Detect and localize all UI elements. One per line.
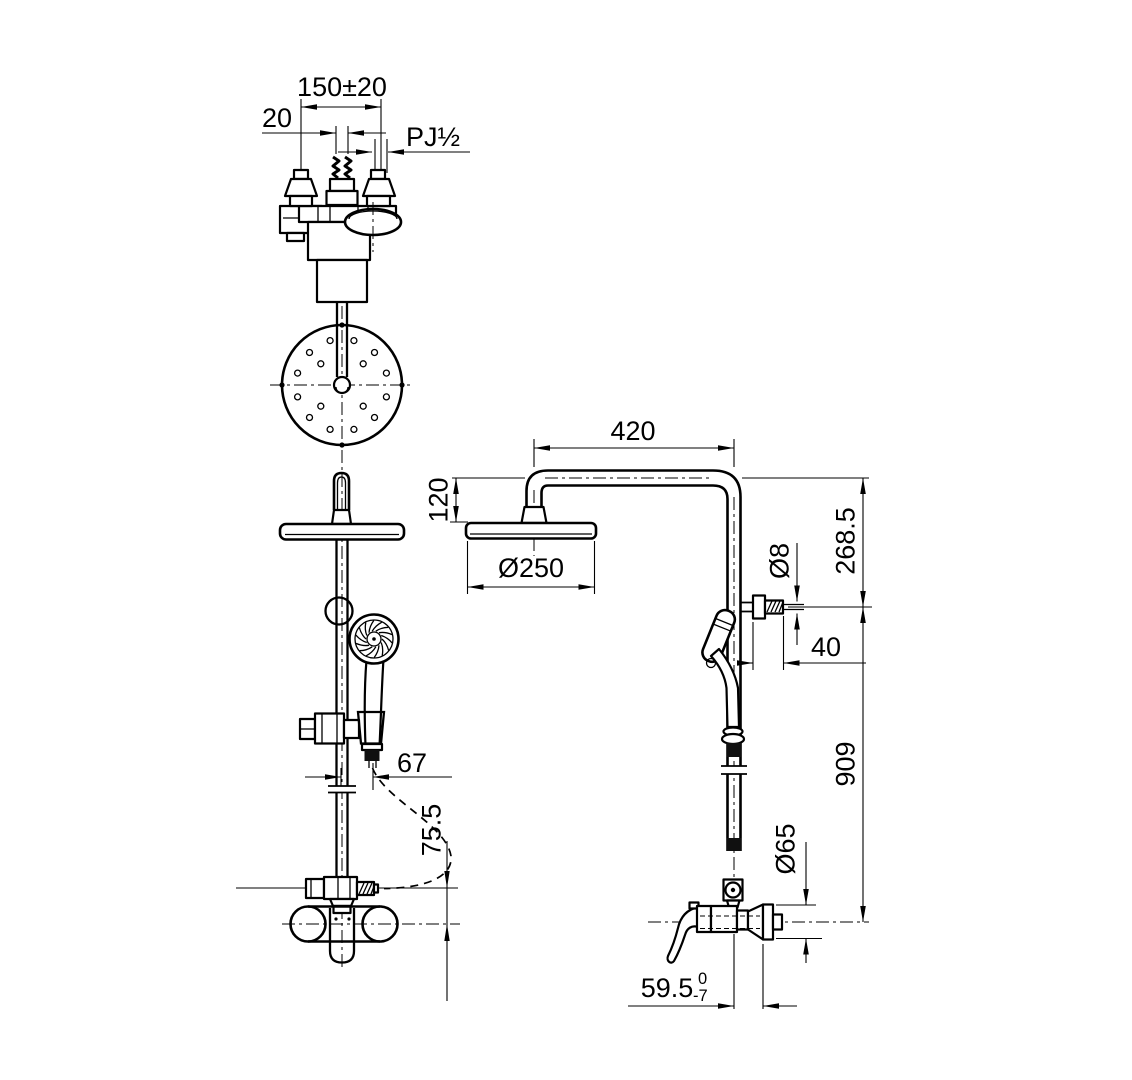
dim-label-rail-height: 909 <box>831 741 861 786</box>
hand-shower-front <box>348 613 400 768</box>
shower-head-front <box>278 471 406 541</box>
left-handle-cap <box>292 168 310 181</box>
hose-nut-upper <box>726 743 741 757</box>
side-view <box>464 469 804 964</box>
dim-label-mounting-span: 150±20 <box>297 72 387 102</box>
dim-label-wall-offset: 59.5 <box>641 973 694 1003</box>
right-handle-cap <box>369 168 387 181</box>
dim-label-arm-reach: 420 <box>610 416 655 446</box>
spray-face-pattern <box>355 620 393 658</box>
mixer-valve-side <box>666 901 784 964</box>
dim-label-upper-height: 268.5 <box>831 507 861 575</box>
rail-break <box>721 765 747 775</box>
mixer-valve-front <box>289 897 399 964</box>
shower-head-top-view <box>279 322 405 448</box>
dim-label-head-drop: 120 <box>424 477 454 522</box>
shower-head-side <box>464 505 598 540</box>
dimension-labels: 150±20 20 PJ½ 420 120 Ø250 268.5 Ø8 40 9… <box>262 72 861 1005</box>
dim-label-flange-diameter: Ø65 <box>771 823 801 874</box>
supply-fitting <box>278 155 403 377</box>
dim-label-inlet-spacing: 20 <box>262 103 292 133</box>
dim-label-wall-offset-tol-upper: 0 <box>698 970 707 988</box>
slider-bracket <box>298 710 386 745</box>
dimension-lines <box>262 104 866 1009</box>
shower-hose-dashed <box>371 767 452 890</box>
hose-nut <box>364 750 380 761</box>
dim-label-thread-size: PJ½ <box>406 122 460 152</box>
inlet-tail-right <box>343 155 353 180</box>
nozzle-holes <box>279 322 405 448</box>
hose-nut-lower <box>726 838 742 851</box>
wall-bracket-pin <box>741 594 804 620</box>
inlet-tail-left <box>331 155 341 180</box>
dim-label-handshower-offset: 67 <box>397 748 427 778</box>
rail-union <box>328 785 356 794</box>
wall-flange-cone <box>746 903 765 941</box>
lever-handle <box>666 905 700 964</box>
dim-label-wall-offset-tol-lower: -7 <box>693 987 708 1005</box>
front-view <box>278 155 452 964</box>
check-valve-front <box>304 875 380 901</box>
dim-label-outlet-drop: 75.5 <box>417 804 447 857</box>
shower-arm-rail <box>525 469 742 851</box>
rail-valve-connector <box>722 878 744 909</box>
dim-label-bracket-depth: 40 <box>811 632 841 662</box>
dim-label-head-diameter: Ø250 <box>498 553 564 583</box>
hand-shower-side <box>701 608 746 757</box>
holder-ring <box>324 596 354 626</box>
dim-label-pin-diameter: Ø8 <box>765 543 795 579</box>
